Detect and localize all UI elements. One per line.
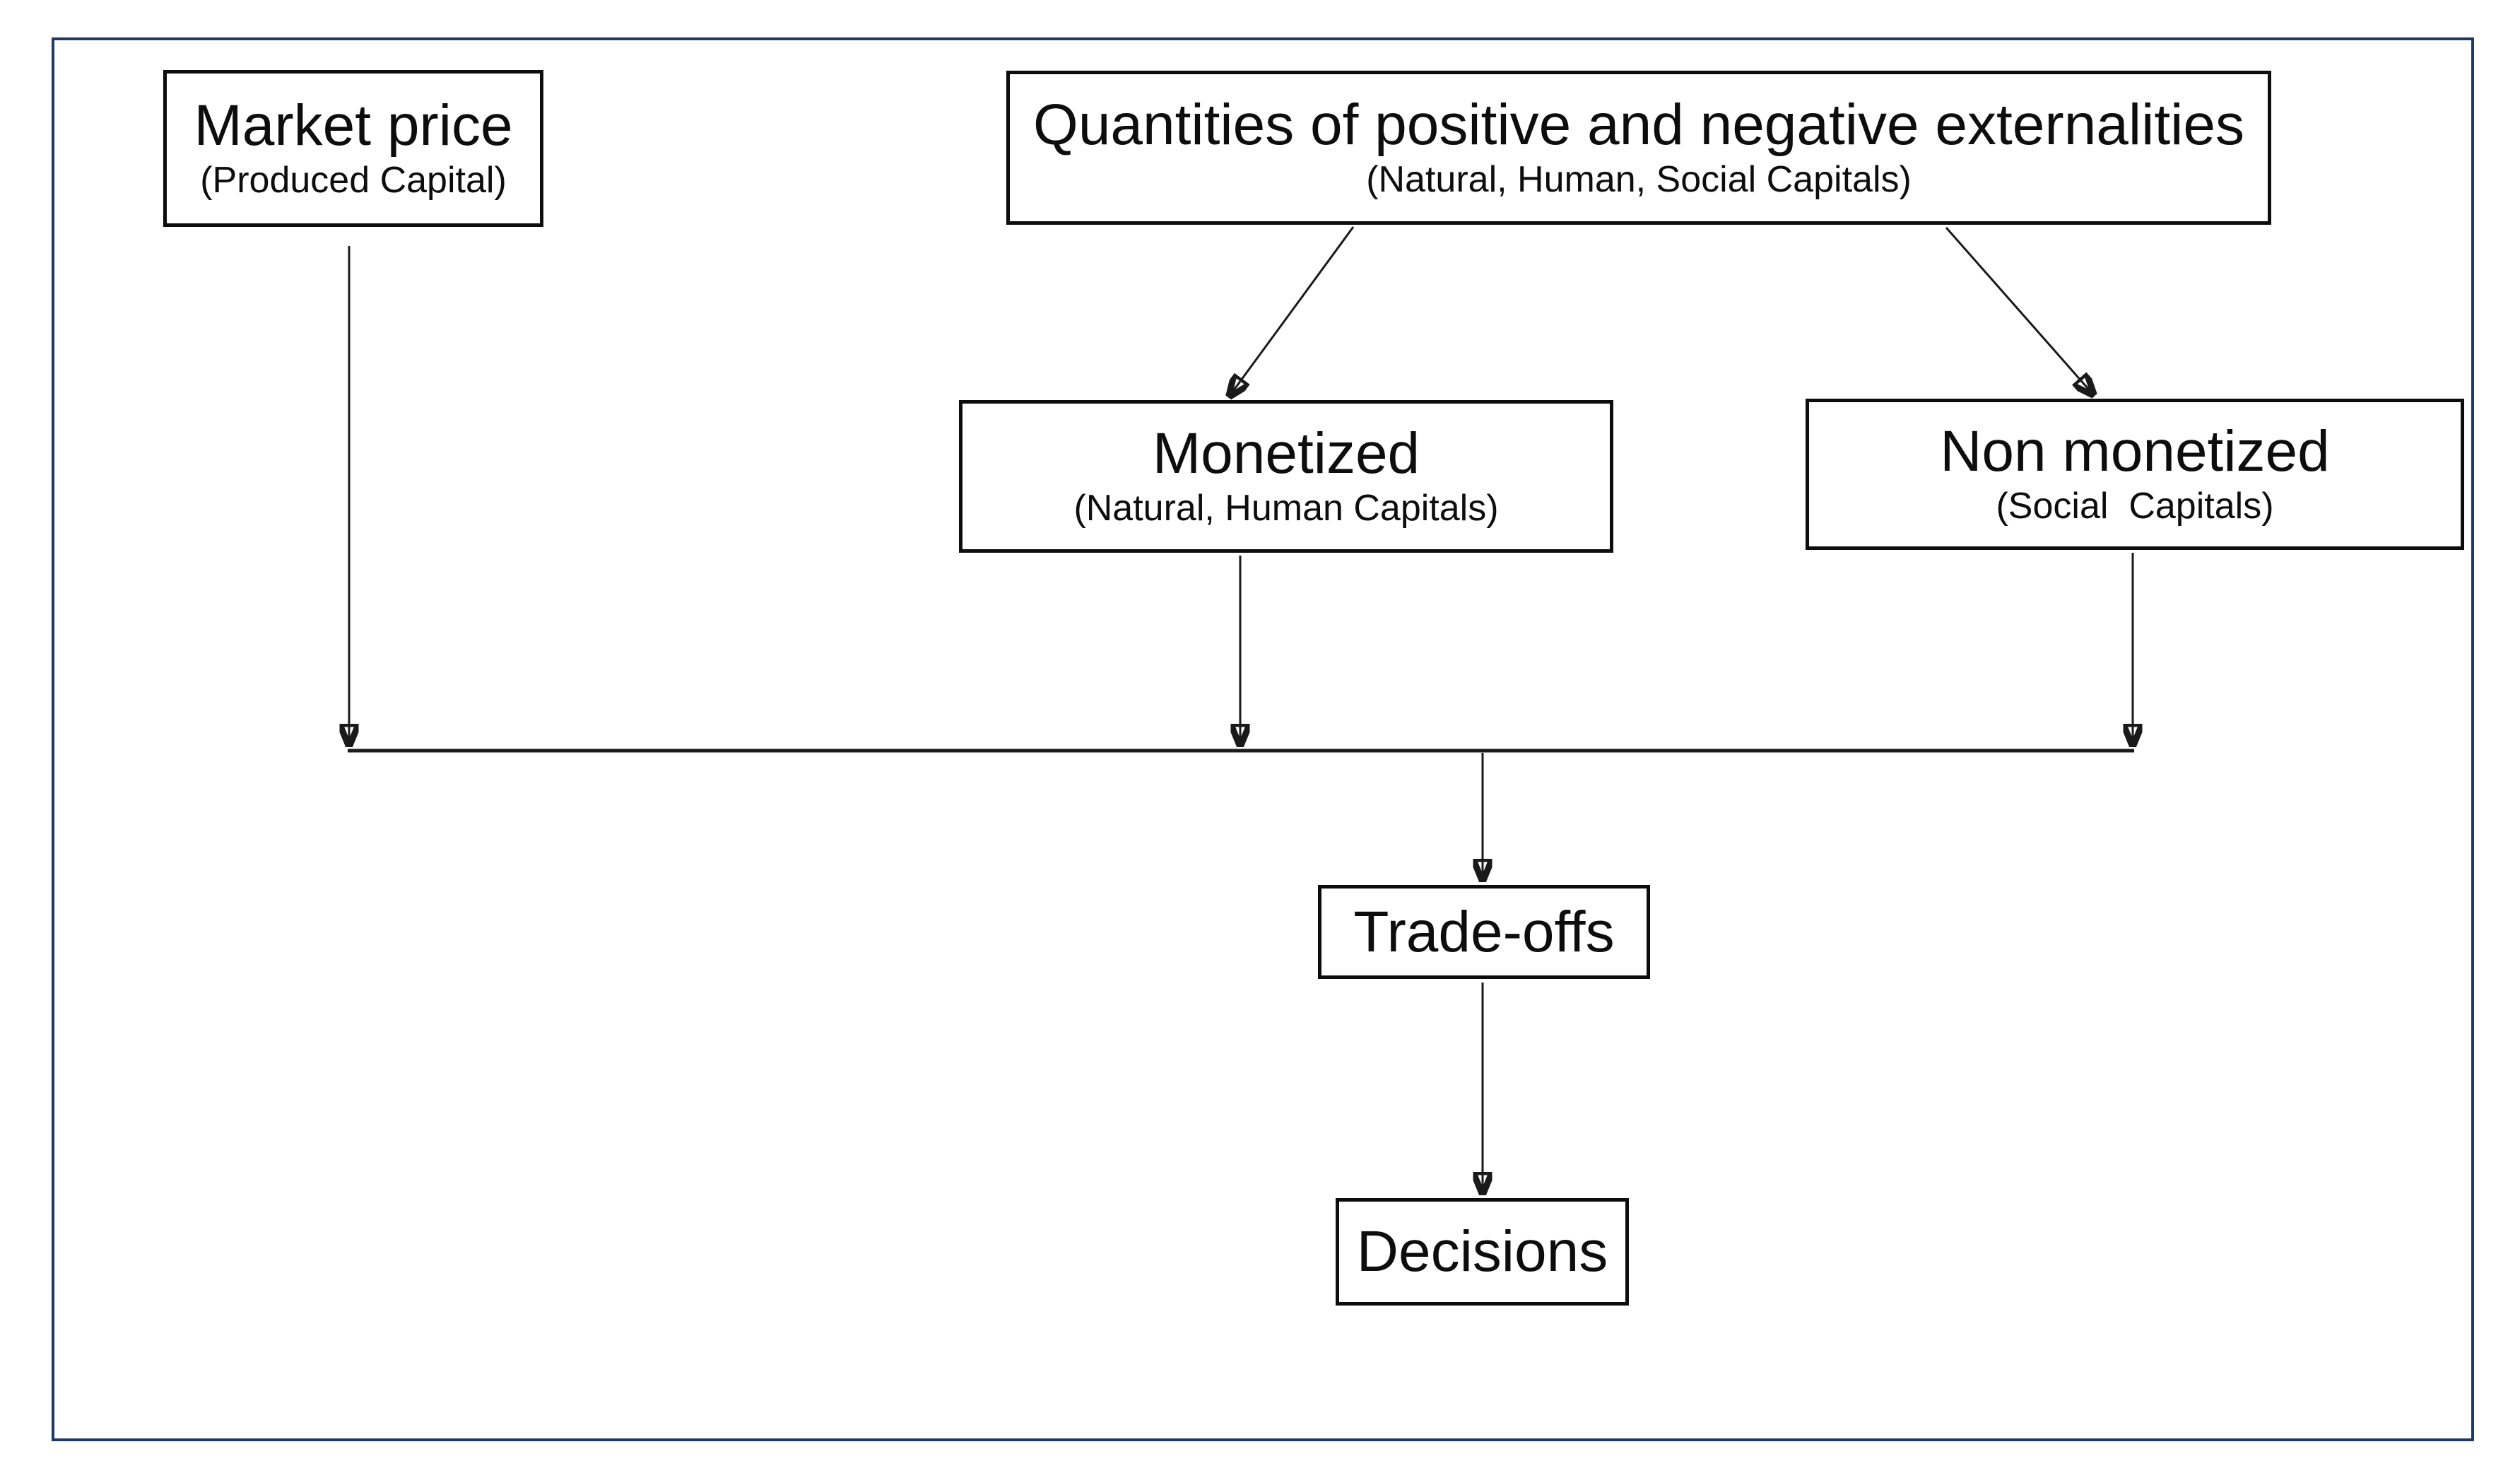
node-non-monetized-sublabel: (Social Capitals)	[1996, 486, 2274, 527]
node-trade-offs-label: Trade-offs	[1353, 899, 1615, 964]
node-quantities-sublabel: (Natural, Human, Social Capitals)	[1366, 159, 1912, 201]
outer-frame	[52, 37, 2474, 1441]
node-market-price-label: Market price	[194, 93, 513, 158]
node-quantities: Quantities of positive and negative exte…	[1006, 71, 2271, 225]
node-non-monetized: Non monetized (Social Capitals)	[1806, 399, 2464, 550]
node-monetized-sublabel: (Natural, Human Capitals)	[1073, 488, 1499, 529]
node-quantities-label: Quantities of positive and negative exte…	[1033, 92, 2244, 157]
node-market-price: Market price (Produced Capital)	[163, 70, 543, 227]
node-decisions: Decisions	[1336, 1198, 1629, 1306]
node-non-monetized-label: Non monetized	[1940, 418, 2330, 483]
node-trade-offs: Trade-offs	[1318, 885, 1650, 979]
node-monetized: Monetized (Natural, Human Capitals)	[959, 400, 1613, 553]
node-market-price-sublabel: (Produced Capital)	[200, 160, 507, 201]
node-monetized-label: Monetized	[1152, 421, 1420, 486]
node-decisions-label: Decisions	[1356, 1219, 1608, 1284]
